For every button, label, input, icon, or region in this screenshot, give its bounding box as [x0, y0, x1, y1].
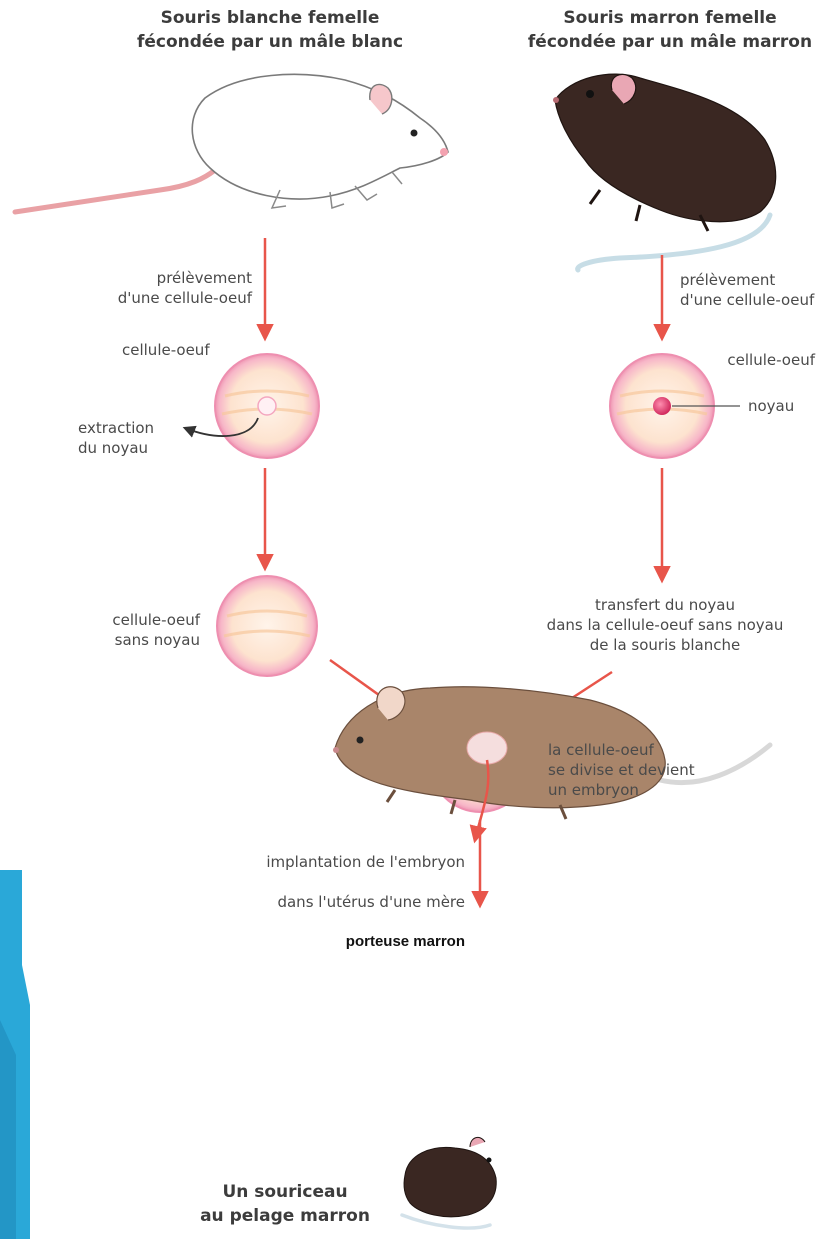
baby-mouse-icon: [402, 1137, 496, 1228]
label-extraction: extraction du noyau: [78, 418, 198, 458]
label-transfer: transfert du noyau dans la cellule-oeuf …: [530, 595, 800, 655]
brown-mouse-icon: [553, 74, 776, 270]
label-implantation: implantation de l'embryon dans l'utérus …: [225, 832, 465, 972]
title-offspring: Un souriceau au pelage marron: [185, 1180, 385, 1228]
label-divides: la cellule-oeuf se divise et devient un …: [548, 740, 728, 800]
egg-cell-left: [215, 354, 319, 458]
implant-line-2: dans l'utérus d'une mère: [225, 892, 465, 912]
label-nucleus: noyau: [748, 396, 818, 416]
white-mouse-icon: [15, 74, 448, 212]
title-brown-mouse: Souris marron femelle fécondée par un mâ…: [520, 6, 820, 54]
label-egg-right: cellule-oeuf: [690, 350, 815, 370]
title-white-mouse: Souris blanche femelle fécondée par un m…: [120, 6, 420, 54]
label-egg-no-nucleus: cellule-oeuf sans noyau: [70, 610, 200, 650]
label-sampling-left: prélèvement d'une cellule-oeuf: [70, 268, 252, 308]
egg-cell-no-nucleus: [217, 576, 317, 676]
implant-line-1: implantation de l'embryon: [225, 852, 465, 872]
implant-line-3: porteuse marron: [225, 932, 465, 952]
label-egg-left: cellule-oeuf: [122, 340, 262, 360]
label-sampling-right: prélèvement d'une cellule-oeuf: [680, 270, 825, 310]
